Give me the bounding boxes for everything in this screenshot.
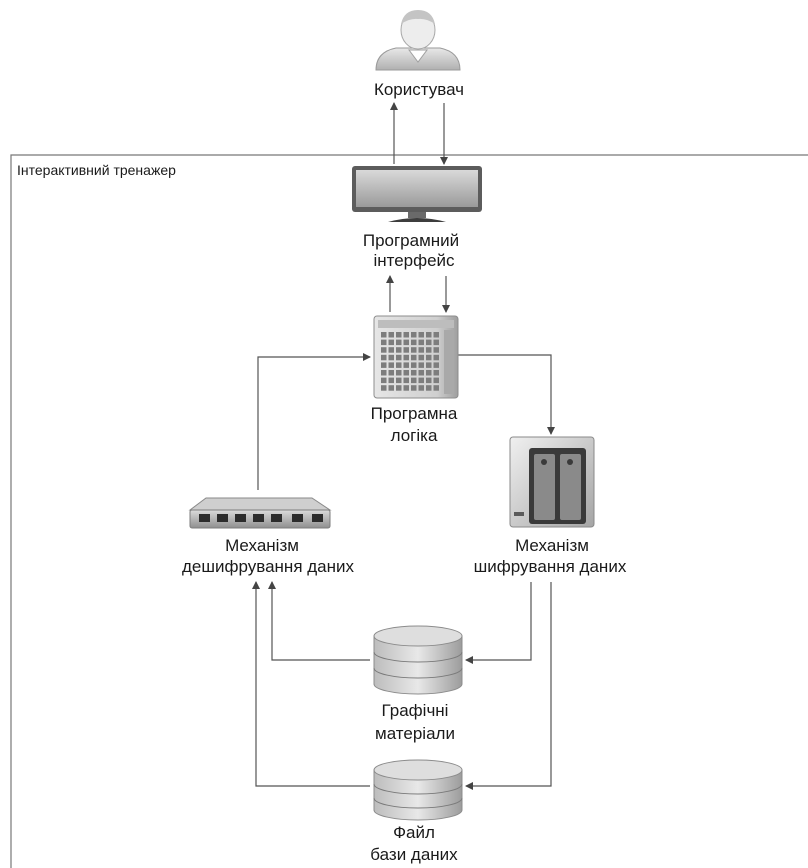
user-icon [375, 10, 461, 71]
edge-dbfile-to-decrypt [252, 581, 370, 787]
trainer-frame: Інтерактивний тренажер [10, 154, 808, 868]
server-grid [381, 332, 439, 391]
logic-label-line1: Програмна [371, 404, 458, 423]
monitor-icon [352, 166, 482, 222]
node-ui: Програмний інтерфейс [352, 166, 482, 270]
node-user: Користувач [374, 10, 464, 99]
decrypt-label-line1: Механізм [225, 536, 299, 555]
graphics-label-line2: матеріали [375, 724, 455, 743]
ui-label-line2: інтерфейс [373, 251, 455, 270]
edge-decrypt-to-logic [257, 353, 371, 490]
network-switch-icon [188, 497, 332, 529]
node-logic: Програмна логіка [371, 315, 459, 445]
database-icon [373, 625, 463, 695]
dbfile-label-line2: бази даних [370, 845, 458, 864]
dbfile-label-line1: Файл [393, 823, 435, 842]
server-icon [373, 315, 459, 399]
database-icon [373, 759, 463, 821]
edge-logic-to-encrypt [458, 354, 555, 435]
edges [252, 102, 555, 790]
node-encrypt: Механізм шифрування даних [474, 436, 627, 576]
edge-encrypt-to-dbfile [465, 582, 552, 790]
encrypt-label-line2: шифрування даних [474, 557, 627, 576]
edge-graphics-to-decrypt [268, 581, 370, 661]
node-graphics: Графічні матеріали [373, 625, 463, 743]
storage-nas-icon [509, 436, 595, 528]
encrypt-label-line1: Механізм [515, 536, 589, 555]
node-dbfile: Файл бази даних [370, 759, 463, 864]
graphics-label-line1: Графічні [382, 701, 449, 720]
node-decrypt: Механізм дешифрування даних [182, 497, 355, 576]
decrypt-label-line2: дешифрування даних [182, 557, 355, 576]
user-label: Користувач [374, 80, 464, 99]
trainer-frame-label: Інтерактивний тренажер [17, 162, 176, 178]
edge-encrypt-to-graphics [465, 582, 532, 664]
logic-label-line2: логіка [391, 426, 438, 445]
ui-label-line1: Програмний [363, 231, 459, 250]
